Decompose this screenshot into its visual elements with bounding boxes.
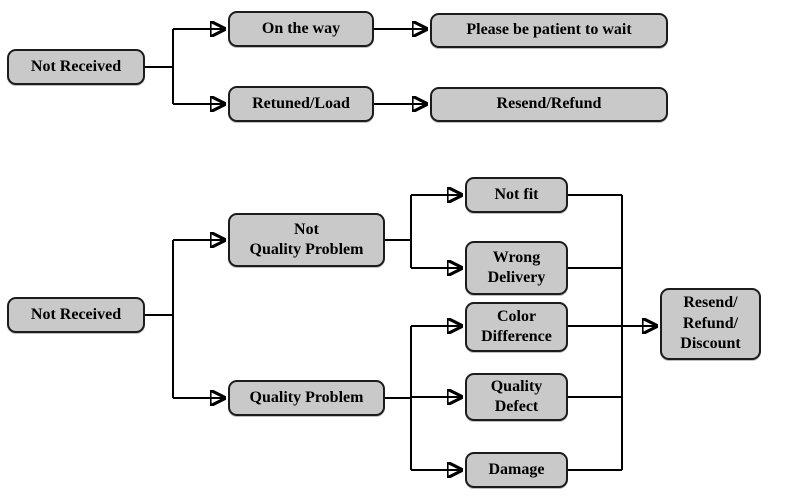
node-not-quality-problem: Not Quality Problem <box>228 213 385 267</box>
node-not-fit: Not fit <box>465 177 568 213</box>
node-on-the-way: On the way <box>228 11 374 47</box>
node-damage: Damage <box>465 452 568 488</box>
node-resend-refund: Resend/Refund <box>430 87 668 122</box>
node-quality-problem: Quality Problem <box>228 380 385 416</box>
node-quality-defect: Quality Defect <box>465 373 568 421</box>
node-not-received-shipping: Not Received <box>7 49 145 85</box>
node-not-received-problems: Not Received <box>7 297 145 333</box>
node-retuned-load: Retuned/Load <box>228 86 374 122</box>
node-please-be-patient: Please be patient to wait <box>430 13 668 48</box>
node-wrong-delivery: Wrong Delivery <box>465 241 568 295</box>
node-resend-refund-discount: Resend/ Refund/ Discount <box>660 288 761 360</box>
node-color-difference: Color Difference <box>465 302 568 352</box>
